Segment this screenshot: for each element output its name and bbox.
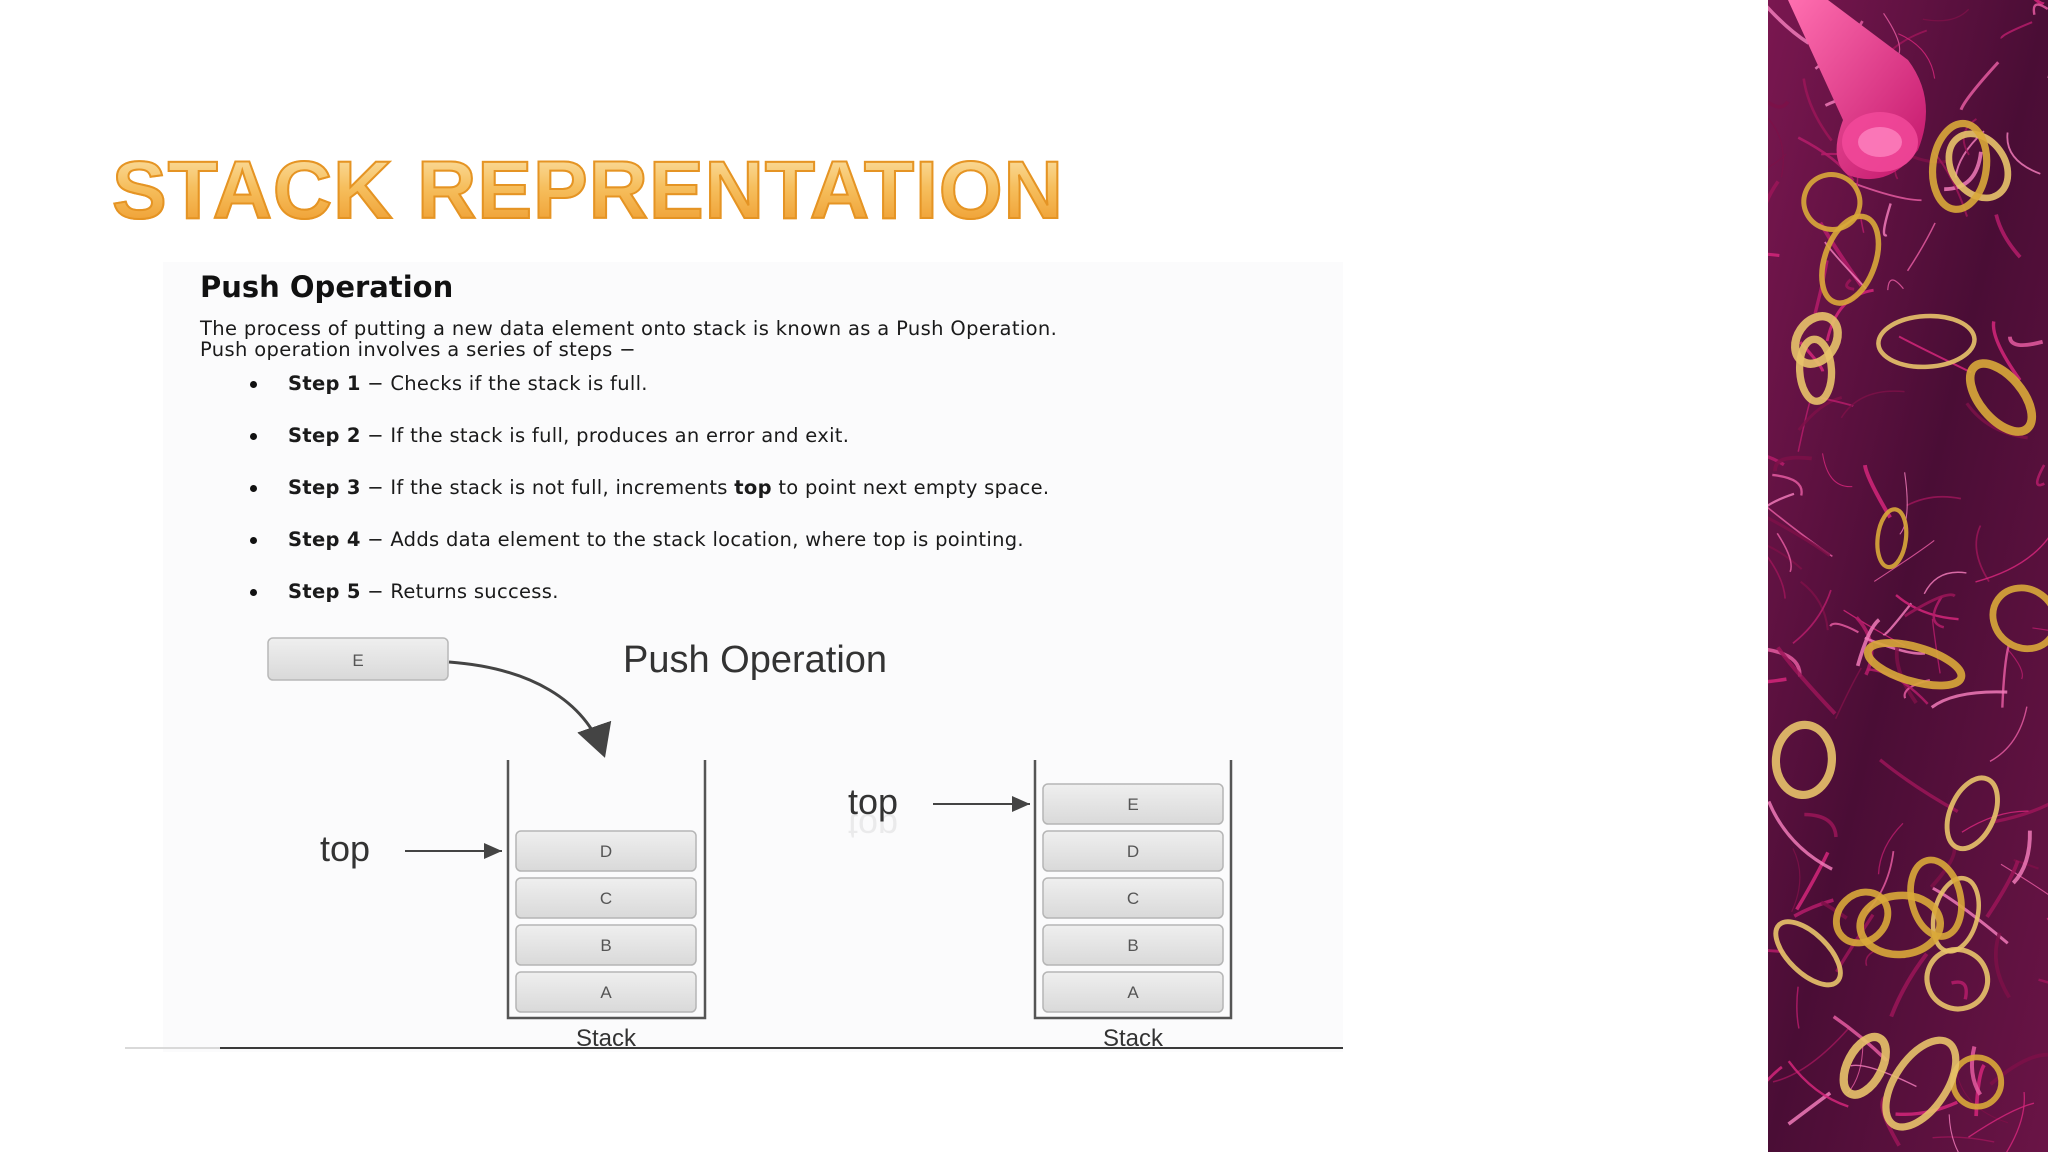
slide-title: STACK REPRENTATION [111, 145, 1064, 236]
step-item: Step 3 − If the stack is not full, incre… [248, 476, 1049, 528]
stack-after-label: Stack [1103, 1025, 1164, 1052]
step-label: Step 1 [288, 372, 361, 395]
stack-cell-label: E [1127, 795, 1138, 814]
step-text: Adds data element to the stack location,… [390, 528, 1024, 551]
bullet-icon [250, 589, 257, 596]
party-ribbons-image [1768, 0, 2048, 1152]
stack-cell [515, 971, 697, 1013]
step-label: Step 2 [288, 424, 361, 447]
stack-cell-label: A [1127, 983, 1139, 1002]
stack-before-label: Stack [576, 1025, 637, 1052]
stack-cell [515, 830, 697, 872]
new-element-label: E [352, 651, 363, 670]
step-separator: − [360, 476, 391, 499]
stack-cell-label: C [600, 889, 612, 908]
new-element-box [267, 637, 449, 681]
push-operation-heading: Push Operation [200, 270, 454, 304]
bullet-icon [250, 433, 257, 440]
stack-before-container [506, 760, 707, 1020]
stack-cell-label: C [1127, 889, 1139, 908]
step-separator: − [360, 528, 391, 551]
stack-before-cells: D C B A [515, 830, 697, 1013]
step-text: Returns success. [390, 580, 559, 603]
intro-text: The process of putting a new data elemen… [200, 318, 1320, 360]
stack-cell-label: B [1127, 936, 1138, 955]
bullet-icon [250, 485, 257, 492]
bullet-icon [250, 381, 257, 388]
step-item: Step 2 − If the stack is full, produces … [248, 424, 1049, 476]
stack-cell [1042, 924, 1224, 966]
top-label-after: top [848, 781, 898, 822]
step-separator: − [360, 372, 391, 395]
stack-cell-label: D [1127, 842, 1139, 861]
stack-after-container [1033, 760, 1233, 1020]
stack-cell-label: A [600, 983, 612, 1002]
content-divider [125, 1047, 1343, 1049]
step-separator: − [360, 424, 391, 447]
stack-cell [515, 924, 697, 966]
step-text: If the stack is not full, increments [390, 476, 735, 499]
step-text: Checks if the stack is full. [390, 372, 648, 395]
stack-cell [1042, 783, 1224, 825]
step-separator: − [360, 580, 391, 603]
bullet-icon [250, 537, 257, 544]
step-item: Step 1 − Checks if the stack is full. [248, 372, 1049, 424]
intro-line-1: The process of putting a new data elemen… [200, 317, 1058, 340]
stack-cell [515, 877, 697, 919]
stack-cell [1042, 877, 1224, 919]
stack-after-cells: E D C B A [1042, 783, 1224, 1013]
top-label-after-reflection: top [848, 806, 898, 847]
intro-line-2: Push operation involves a series of step… [200, 338, 636, 361]
step-item: Step 4 − Adds data element to the stack … [248, 528, 1049, 580]
diagram-title: Push Operation [623, 639, 887, 681]
step-text: to point next empty space. [771, 476, 1050, 499]
step-label: Step 5 [288, 580, 361, 603]
step-text: If the stack is full, produces an error … [390, 424, 850, 447]
stack-cell-label: B [600, 936, 611, 955]
stack-cell [1042, 830, 1224, 872]
stack-cell [1042, 971, 1224, 1013]
top-label-before: top [320, 828, 370, 869]
steps-list: Step 1 − Checks if the stack is full. St… [248, 372, 1049, 632]
step-text-bold: top [734, 476, 772, 499]
step-label: Step 3 [288, 476, 361, 499]
push-operation-diagram: Push Operation E Stack top D C B A Stack to… [267, 637, 1233, 1052]
content-divider-light [125, 1047, 220, 1049]
stack-cell-label: D [600, 842, 612, 861]
step-item: Step 5 − Returns success. [248, 580, 1049, 632]
push-arrow [448, 660, 612, 758]
step-label: Step 4 [288, 528, 361, 551]
